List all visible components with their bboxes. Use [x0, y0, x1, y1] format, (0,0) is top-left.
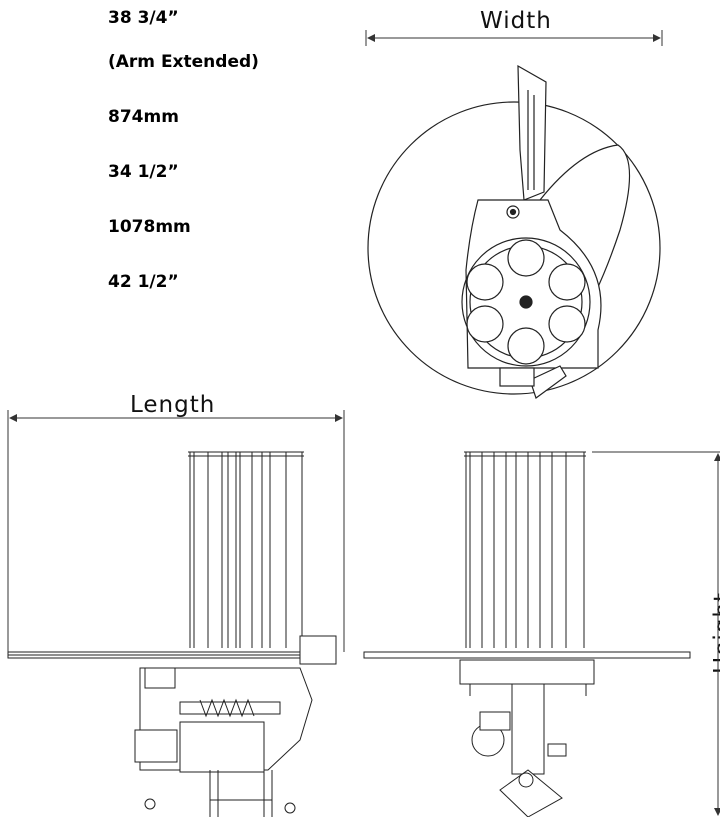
length-dimension-label: Length: [130, 392, 216, 418]
length-dimension-line: [7, 410, 345, 652]
front-arm-plate: [363, 651, 691, 659]
height-inches-value: 42 1/2”: [108, 272, 179, 292]
height-mm-value: 1078mm: [108, 217, 191, 237]
motor-box: [134, 729, 178, 763]
carousel-hub: [519, 295, 533, 309]
arm-sweep-circle: [367, 101, 661, 395]
carousel-ring: [461, 237, 591, 367]
arm-extended-note: (Arm Extended): [108, 52, 259, 72]
throwing-arm: [517, 64, 547, 201]
spring-housing: [179, 701, 281, 715]
magazine-tubes: [188, 451, 304, 648]
width-inches-value: 34 1/2”: [108, 162, 179, 182]
main-spring: [199, 698, 255, 718]
width-mm-value: 874mm: [108, 107, 179, 127]
handle: [529, 365, 567, 399]
front-base-fan: [499, 769, 563, 817]
front-pedestal: [511, 683, 545, 775]
gear-box: [179, 721, 265, 773]
length-inches-value: 38 3/4”: [108, 8, 179, 28]
front-magazine-tubes: [464, 451, 586, 648]
side-view: [7, 451, 337, 817]
height-dimension-line: [592, 451, 720, 816]
width-dimension-line: [365, 30, 663, 46]
width-dimension-label: Width: [480, 8, 552, 34]
top-view: [367, 64, 661, 399]
front-view: [363, 451, 691, 817]
